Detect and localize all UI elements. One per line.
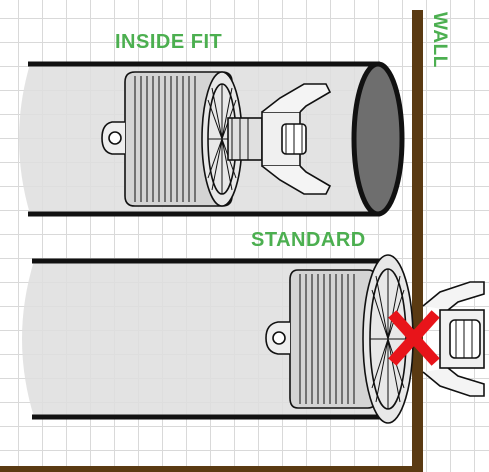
red-x-icon xyxy=(388,310,440,366)
wall-label: WALL xyxy=(429,12,450,68)
wall xyxy=(412,10,423,472)
inside-fit-label: INSIDE FIT xyxy=(115,31,223,53)
standard-mechanism xyxy=(265,254,485,424)
floor-line xyxy=(0,466,423,472)
inside-fit-mechanism xyxy=(101,71,332,207)
standard-label: STANDARD xyxy=(251,229,366,251)
